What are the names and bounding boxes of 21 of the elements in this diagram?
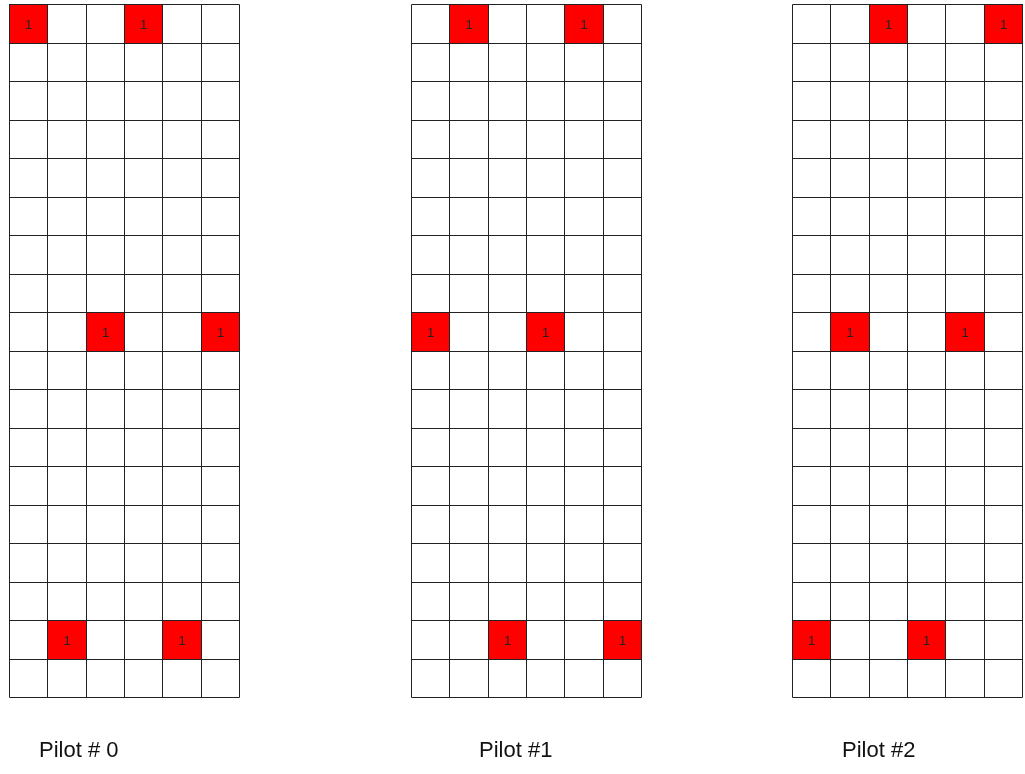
- pilot-label: Pilot # 0: [39, 737, 119, 763]
- highlighted-cell: 1: [449, 4, 489, 44]
- highlighted-cell: 1: [47, 620, 87, 660]
- highlighted-cell: 1: [488, 620, 527, 660]
- highlighted-cell: 1: [792, 620, 831, 660]
- highlighted-cell: 1: [830, 312, 870, 352]
- highlighted-cell: 1: [603, 620, 642, 660]
- highlighted-cell: 1: [564, 4, 604, 44]
- highlighted-cell: 1: [526, 312, 565, 352]
- highlighted-cell: 1: [86, 312, 125, 352]
- highlighted-cell: 1: [984, 4, 1023, 44]
- highlighted-cell: 1: [124, 4, 163, 44]
- highlighted-cell: 1: [201, 312, 240, 352]
- highlighted-cell: 1: [9, 4, 48, 44]
- highlighted-cell: 1: [162, 620, 202, 660]
- highlighted-cell: 1: [907, 620, 946, 660]
- pilot-label: Pilot #1: [479, 737, 553, 763]
- pilot-label: Pilot #2: [842, 737, 916, 763]
- highlighted-cell: 1: [869, 4, 908, 44]
- highlighted-cell: 1: [411, 312, 450, 352]
- highlighted-cell: 1: [945, 312, 985, 352]
